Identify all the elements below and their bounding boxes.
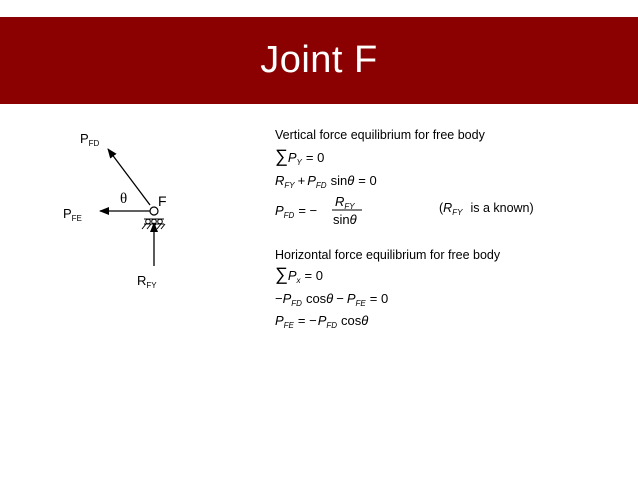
vertical-eq-solution: PFD= − RFY sinθ (275, 194, 362, 227)
roller-support (141, 218, 166, 230)
title-band: Joint F (0, 17, 638, 104)
label-rfy: RFY (137, 273, 157, 290)
slide-title: Joint F (260, 39, 378, 81)
horizontal-eq-sum: ∑Px= 0 (275, 264, 323, 285)
svg-text:RFY: RFY (335, 194, 355, 211)
label-pfe: PFE (63, 206, 82, 223)
vertical-eq-sum: ∑PY= 0 (275, 146, 324, 167)
free-body-diagram: PFD PFE RFY θ F (63, 131, 167, 290)
label-theta: θ (120, 191, 127, 207)
horizontal-heading: Horizontal force equilibrium for free bo… (275, 248, 501, 262)
svg-text:PFD= −: PFD= − (275, 203, 317, 220)
force-pfd-arrow (107, 148, 151, 206)
vertical-heading: Vertical force equilibrium for free body (275, 128, 486, 142)
svg-text:sinθ: sinθ (333, 212, 357, 227)
vertical-equilibrium: Vertical force equilibrium for free body… (275, 128, 534, 227)
joint-node (149, 206, 159, 216)
label-joint-f: F (158, 193, 167, 209)
horizontal-equilibrium: Horizontal force equilibrium for free bo… (275, 248, 501, 330)
label-pfd: PFD (80, 131, 100, 148)
